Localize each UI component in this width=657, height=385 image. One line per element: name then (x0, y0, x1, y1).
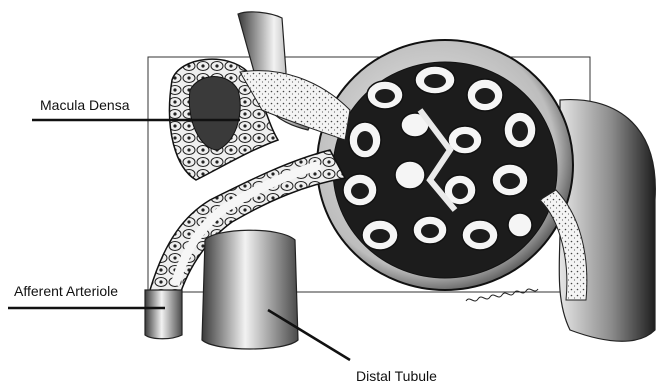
afferent-arteriole-label: Afferent Arteriole (14, 283, 118, 299)
macula-densa-label: Macula Densa (40, 97, 130, 113)
distal-tubule-shape (202, 230, 298, 349)
afferent-arteriole-cut-end (145, 290, 182, 339)
distal-tubule-label: Distal Tubule (356, 368, 437, 384)
